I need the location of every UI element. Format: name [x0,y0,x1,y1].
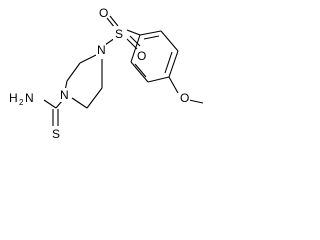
bond-s-aryl [126,29,141,36]
benzene-ring [130,30,179,83]
amine-h-label: H [9,91,18,105]
bond-c3-c2 [66,62,81,82]
piperazine-ring [64,54,103,109]
bond-aryl-o [168,76,179,94]
bond-o-methyl [188,99,204,104]
bond-n4-c3 [79,54,97,64]
bond-n1-c [55,100,63,109]
oxygen-label-bottom: O [137,49,146,63]
amine-subscript-label: 2 [19,98,24,107]
amine-n-label: N [25,91,34,105]
structure-diagram: S O O N N S H 2 N O [9,6,204,141]
bond-c-nh2 [43,99,57,109]
bond-n1-c6 [71,97,88,109]
piperazine-n1-label: N [60,88,69,102]
piperazine-n4-label: N [97,43,106,57]
ether-oxygen-label: O [180,91,189,105]
thioamide-sulfur-label: S [52,127,60,141]
atom-labels: S O O N N S H 2 N O [9,6,190,141]
sulfonyl-sulfur-label: S [115,27,123,41]
oxygen-label-top: O [99,6,108,20]
bond-c6-c5 [86,87,103,109]
